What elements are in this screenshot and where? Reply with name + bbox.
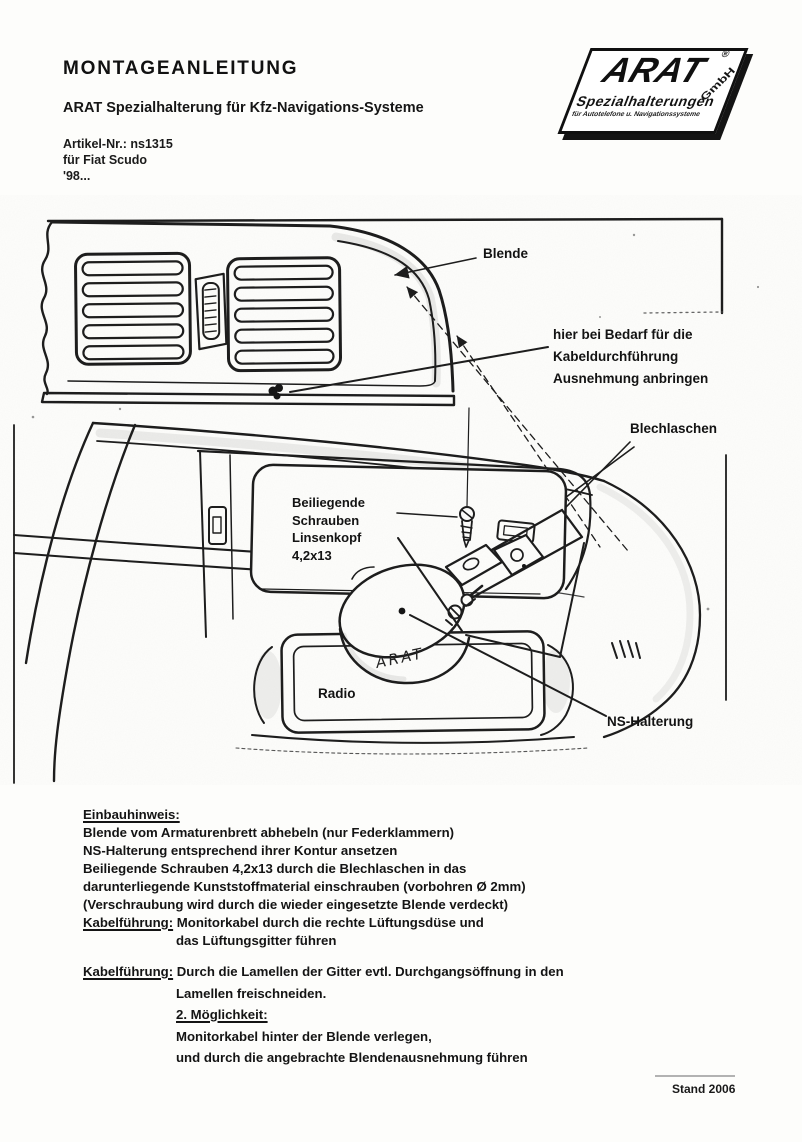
instruction-line: darunterliegende Kunststoffmaterial eins… <box>83 879 526 894</box>
einbauhinweis-block: Einbauhinweis: Blende vom Armaturenbrett… <box>83 806 623 950</box>
article-info: Artikel-Nr.: ns1315 für Fiat Scudo '98..… <box>63 136 173 184</box>
kabelfuehrung-heading: Kabelführung: <box>83 915 174 930</box>
einbauhinweis-heading: Einbauhinweis: <box>83 807 180 822</box>
article-number: Artikel-Nr.: ns1315 <box>63 137 173 151</box>
label-radio: Radio <box>318 686 356 701</box>
kabelfuehrung-text: Monitorkabel durch die rechte Lüftungsdü… <box>173 915 484 930</box>
logo-brand-text: ARAT <box>597 51 711 90</box>
instruction-line: 2. Möglichkeit: <box>176 1004 623 1026</box>
instruction-line: und durch die angebrachte Blendenausnehm… <box>176 1050 528 1065</box>
instruction-line: Beiliegende Schrauben 4,2x13 durch die B… <box>83 861 467 876</box>
instruction-line: (Verschraubung wird durch die wieder ein… <box>83 897 509 912</box>
label-blechlaschen: Blechlaschen <box>630 421 718 436</box>
instruction-line: Kabelführung: Monitorkabel durch die rec… <box>83 914 623 932</box>
kabelfuehrung2-text: Durch die Lamellen der Gitter evtl. Durc… <box>173 964 564 979</box>
page-title: MONTAGEANLEITUNG <box>63 58 299 79</box>
arat-logo: ARAT ® GmbH Spezialhalterungen für Autot… <box>552 42 752 142</box>
registered-trademark-icon: ® <box>719 49 732 60</box>
label-cable-note: hier bei Bedarf für die Kabeldurchführun… <box>553 327 709 386</box>
instruction-line: Kabelführung: Durch die Lamellen der Git… <box>83 961 623 983</box>
instruction-line: Blende vom Armaturenbrett abhebeln (nur … <box>83 825 455 840</box>
footer-divider <box>655 1075 735 1077</box>
kabelfuehrung2-heading: Kabelführung: <box>83 964 174 979</box>
revision-date: Stand 2006 <box>672 1082 736 1096</box>
page-subtitle: ARAT Spezialhalterung für Kfz-Navigation… <box>63 100 424 116</box>
label-ns-halterung: NS-Halterung <box>607 714 694 729</box>
logo-subtagline: für Autotelefone u. Navigationssysteme <box>570 111 702 118</box>
model-year: '98... <box>63 169 91 183</box>
instruction-line: Lamellen freischneiden. <box>176 985 327 1001</box>
instruction-line: NS-Halterung entsprechend ihrer Kontur a… <box>83 843 398 858</box>
instruction-line: das Lüftungsgitter führen <box>176 933 337 948</box>
logo-parallelogram: ARAT ® GmbH Spezialhalterungen für Autot… <box>557 48 749 134</box>
logo-tagline: Spezialhalterungen <box>574 93 718 109</box>
option2-heading: 2. Möglichkeit: <box>176 1007 268 1022</box>
dashboard-line-drawing: ARAT <box>0 195 802 785</box>
label-schrauben: Beiliegende Schrauben Linsenkopf 4,2x13 <box>292 495 365 563</box>
label-blende: Blende <box>483 246 529 261</box>
kabelfuehrung-block: Kabelführung: Durch die Lamellen der Git… <box>83 961 623 1069</box>
instruction-line: Monitorkabel hinter der Blende verlegen, <box>176 1028 432 1044</box>
vehicle-model: für Fiat Scudo <box>63 153 148 167</box>
